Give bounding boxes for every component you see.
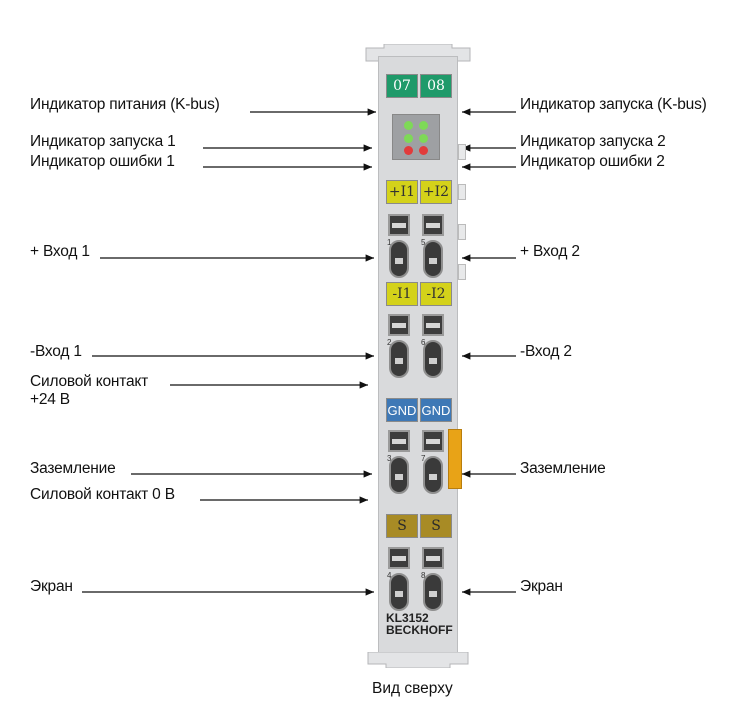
badge-minus-i1: -I1: [386, 282, 418, 306]
wire-slot: [422, 314, 444, 336]
terminal-number: 4: [387, 571, 392, 580]
channel-badge-08: 08: [420, 74, 452, 98]
label-power-contact-24: Силовой контакт: [30, 373, 149, 390]
label-input-plus-2: + Вход 2: [520, 243, 580, 260]
label-ground-right: Заземление: [520, 460, 606, 477]
badge-gnd-1: GND: [386, 398, 418, 422]
spring-contact: [389, 573, 409, 611]
terminal-module: 07 08 +I1 +I2 1 5 -I1 -I2 2 6 GND GND 3 …: [365, 44, 471, 668]
bottom-rail-clip: [367, 652, 469, 668]
label-input-plus-1: + Вход 1: [30, 243, 90, 260]
label-power-contact-24-value: +24 В: [30, 391, 70, 408]
model-label: KL3152 BECKHOFF: [386, 612, 453, 636]
terminal-number: 5: [421, 238, 426, 247]
model-number: KL3152: [386, 611, 429, 625]
terminal-number: 3: [387, 454, 392, 463]
terminal-number: 2: [387, 338, 392, 347]
spring-contact: [389, 240, 409, 278]
terminal-number: 1: [387, 238, 392, 247]
label-shield-left: Экран: [30, 578, 73, 595]
label-power-led: Индикатор питания (K-bus): [30, 96, 220, 113]
label-error-led-1: Индикатор ошибки 1: [30, 153, 175, 170]
spring-contact: [423, 456, 443, 494]
badge-shield-2: S: [420, 514, 452, 538]
caption-top-view: Вид сверху: [372, 680, 453, 697]
label-power-contact-0: Силовой контакт 0 В: [30, 486, 175, 503]
label-input-minus-2: -Вход 2: [520, 343, 572, 360]
led-panel: [392, 114, 440, 160]
wire-slot: [422, 547, 444, 569]
wire-slot: [388, 430, 410, 452]
spring-contact: [423, 573, 443, 611]
badge-shield-1: S: [386, 514, 418, 538]
power-contact-clip: [448, 429, 462, 489]
spring-contact: [423, 340, 443, 378]
label-run-led-2: Индикатор запуска 2: [520, 133, 666, 150]
label-input-minus-1: -Вход 1: [30, 343, 82, 360]
led-error-1: [404, 146, 413, 155]
side-contacts: [458, 144, 466, 294]
wire-slot: [422, 430, 444, 452]
brand-name: BECKHOFF: [386, 623, 453, 637]
label-run-led-1: Индикатор запуска 1: [30, 133, 176, 150]
terminal-number: 7: [421, 454, 426, 463]
wire-slot: [388, 314, 410, 336]
spring-contact: [389, 340, 409, 378]
label-run-led-kbus: Индикатор запуска (K-bus): [520, 96, 707, 113]
label-ground-left: Заземление: [30, 460, 116, 477]
led-run-1: [404, 121, 413, 130]
led-kbus: [419, 121, 428, 130]
badge-gnd-2: GND: [420, 398, 452, 422]
spring-contact: [423, 240, 443, 278]
terminal-number: 6: [421, 338, 426, 347]
channel-badge-07: 07: [386, 74, 418, 98]
led-power: [404, 134, 413, 143]
badge-minus-i2: -I2: [420, 282, 452, 306]
wire-slot: [422, 214, 444, 236]
badge-plus-i1: +I1: [386, 180, 418, 204]
wire-slot: [388, 214, 410, 236]
led-error-2: [419, 146, 428, 155]
badge-plus-i2: +I2: [420, 180, 452, 204]
led-run-2: [419, 134, 428, 143]
terminal-number: 8: [421, 571, 426, 580]
label-error-led-2: Индикатор ошибки 2: [520, 153, 665, 170]
label-shield-right: Экран: [520, 578, 563, 595]
spring-contact: [389, 456, 409, 494]
wire-slot: [388, 547, 410, 569]
